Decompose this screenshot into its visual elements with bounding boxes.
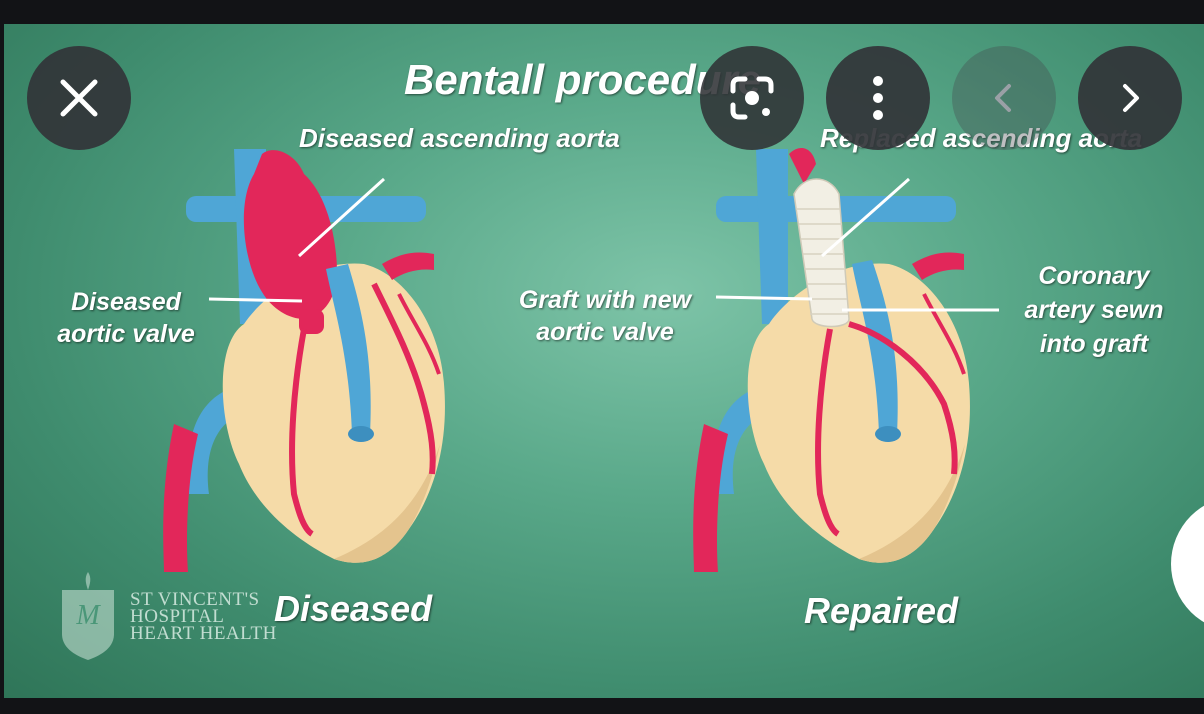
- logo-line: HEART HEALTH: [130, 625, 277, 642]
- chevron-left-icon: [989, 78, 1019, 118]
- chevron-right-icon: [1115, 78, 1145, 118]
- label-line: Coronary: [1004, 259, 1184, 293]
- more-vert-icon: [868, 73, 888, 123]
- label-line: aortic valve: [502, 316, 708, 348]
- google-lens-icon: [727, 73, 777, 123]
- label-graft-valve: Graft with new aortic valve: [502, 284, 708, 348]
- repaired-heart: [693, 148, 999, 572]
- label-coronary: Coronary artery sewn into graft: [1004, 259, 1184, 361]
- close-icon: [57, 76, 101, 120]
- label-line: Diseased: [46, 286, 206, 318]
- hospital-logo-text: ST VINCENT'S HOSPITAL HEART HEALTH: [130, 591, 277, 642]
- caption-repaired: Repaired: [804, 590, 958, 632]
- label-line: Graft with new: [502, 284, 708, 316]
- diseased-heart: [163, 149, 445, 572]
- caption-diseased: Diseased: [274, 588, 432, 630]
- label-line: into graft: [1004, 327, 1184, 361]
- close-button[interactable]: [27, 46, 131, 150]
- lens-button[interactable]: [700, 46, 804, 150]
- label-line: aortic valve: [46, 318, 206, 350]
- next-button[interactable]: [1078, 46, 1182, 150]
- edge-circle: [1171, 496, 1204, 632]
- hospital-logo-emblem: M: [62, 572, 114, 660]
- label-diseased-valve: Diseased aortic valve: [46, 286, 206, 350]
- previous-button[interactable]: [952, 46, 1056, 150]
- label-line: artery sewn: [1004, 293, 1184, 327]
- label-diseased-aorta: Diseased ascending aorta: [299, 123, 620, 154]
- more-options-button[interactable]: [826, 46, 930, 150]
- svg-text:M: M: [75, 600, 101, 631]
